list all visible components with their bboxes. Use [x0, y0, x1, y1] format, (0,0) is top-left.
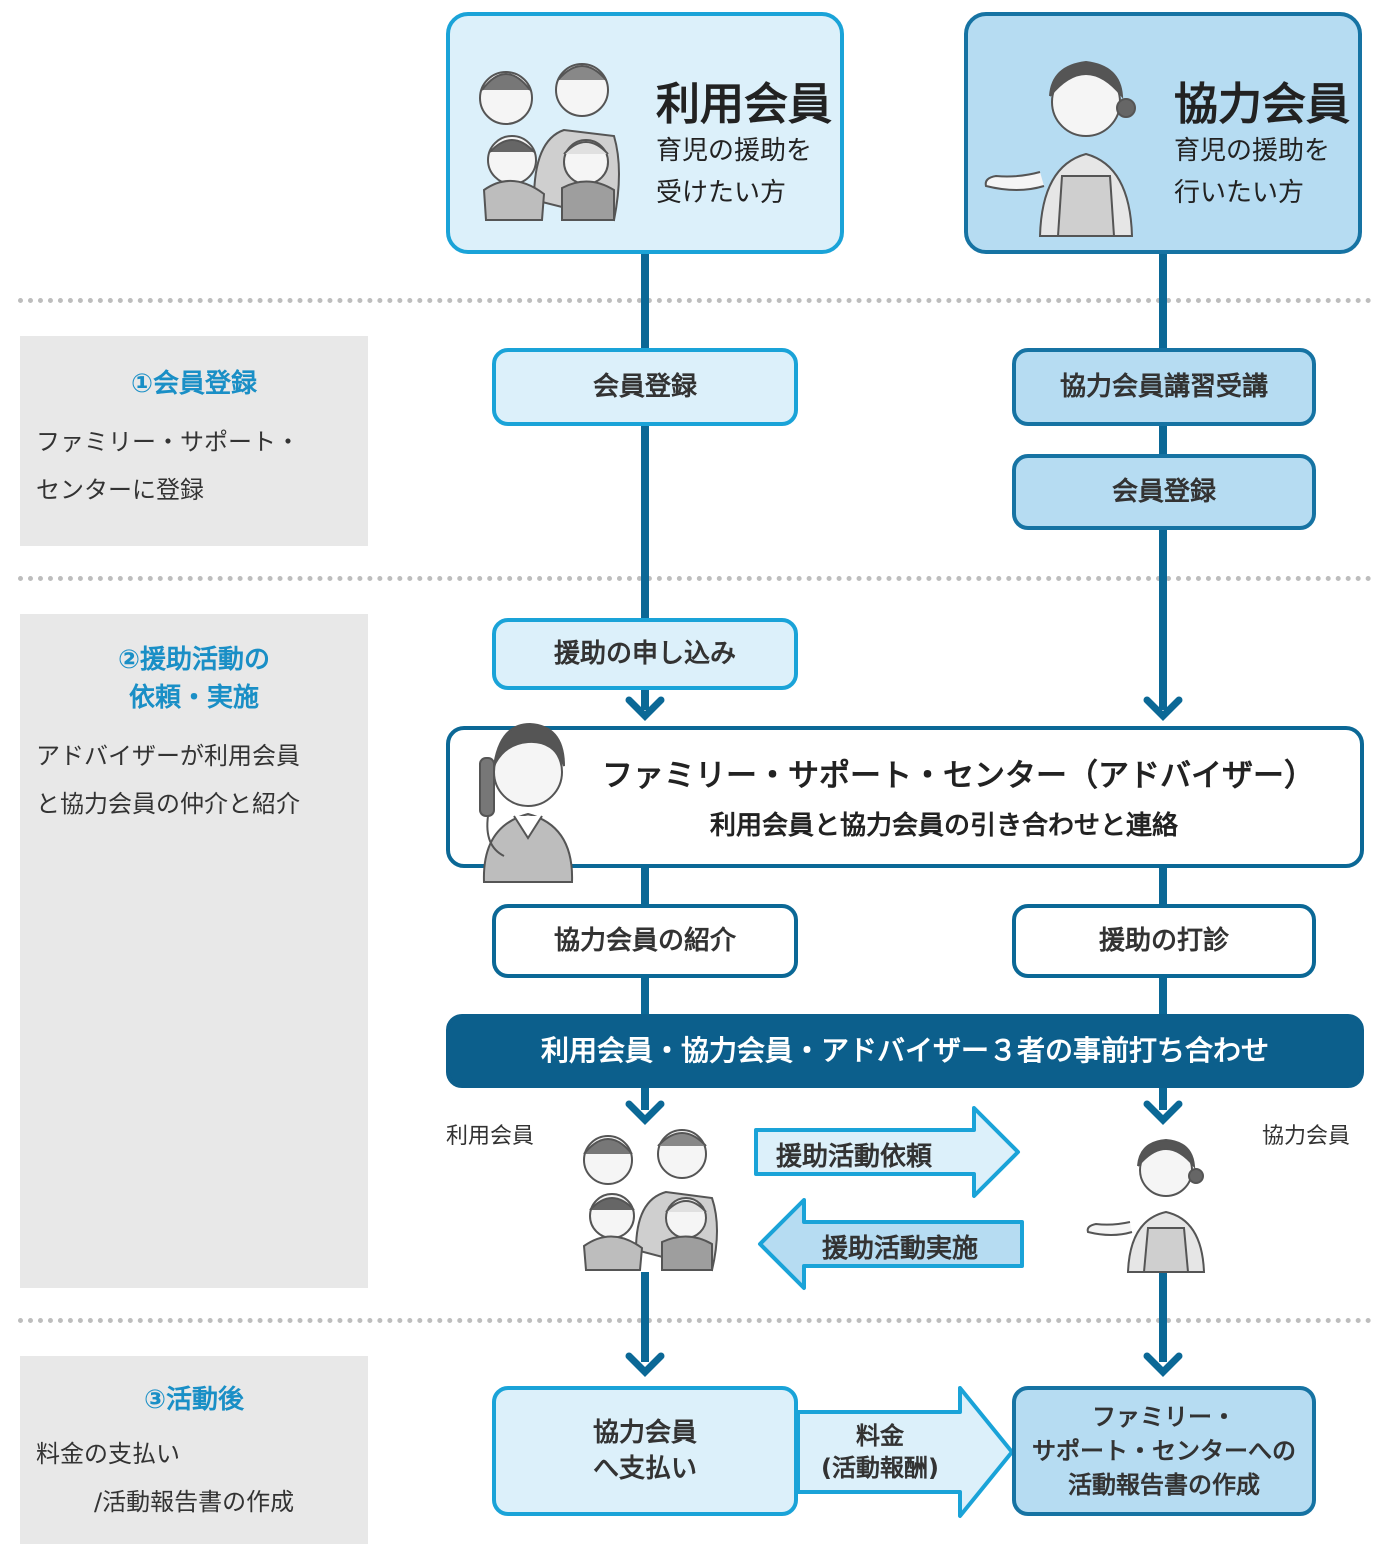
user-member-card: 利用会員 育児の援助を 受けたい方	[446, 12, 844, 254]
center-sub: 利用会員と協力会員の引き合わせと連絡	[710, 811, 1179, 841]
section-3-desc-line1: 料金の支払い	[36, 1440, 180, 1468]
coop-flow-line-4	[1159, 866, 1167, 906]
coop-flow-line-2	[1159, 424, 1167, 456]
section-1-panel: ①会員登録 ファミリー・サポート・ センターに登録	[20, 336, 368, 546]
user-member-sub-line2: 受けたい方	[656, 178, 787, 208]
coop-member-sub-line2: 行いたい方	[1174, 178, 1305, 208]
section-1-title: ①会員登録	[130, 369, 257, 399]
user-member-sub-line1: 育児の援助を	[656, 136, 813, 166]
perform-arrow-left-icon	[758, 1198, 1024, 1290]
user-flow-line-4	[641, 866, 649, 906]
helper-woman-illustration-icon	[984, 60, 1136, 237]
center-title: ファミリー・サポート・センター（アドバイザー）	[602, 758, 1315, 794]
coop-flow-line-5	[1159, 976, 1167, 1016]
coop-member-sub-line1: 育児の援助を	[1174, 136, 1331, 166]
coop-member-label: 協力会員	[1262, 1124, 1351, 1149]
user-register-box: 会員登録	[492, 348, 798, 426]
coop-flow-line-7	[1159, 1272, 1167, 1362]
divider-3	[18, 1318, 1372, 1323]
arrowhead-down-icon	[1143, 1100, 1183, 1125]
advisor-woman-phone-illustration-icon	[479, 722, 574, 883]
user-flow-line-1	[641, 250, 649, 350]
report-line2: サポート・センターへの	[1032, 1437, 1296, 1465]
section-1-desc-line2: センターに登録	[36, 476, 204, 504]
section-3-desc-line2: /活動報告書の作成	[94, 1488, 295, 1516]
user-member-title: 利用会員	[656, 79, 832, 130]
coop-flow-line-3	[1159, 528, 1167, 710]
sound-out-box: 援助の打診	[1012, 904, 1316, 978]
user-member-label: 利用会員	[446, 1124, 535, 1149]
perform-label: 援助活動実施	[822, 1234, 979, 1264]
pay-line1: 協力会員	[592, 1418, 697, 1448]
report-box: ファミリー・ サポート・センターへの 活動報告書の作成	[1012, 1386, 1316, 1516]
section-2-desc-line2: と協力会員の仲介と紹介	[36, 790, 300, 818]
arrowhead-down-icon	[625, 696, 665, 721]
section-3-panel: ③活動後 料金の支払い /活動報告書の作成	[20, 1356, 368, 1544]
coop-register-box: 会員登録	[1012, 454, 1316, 530]
coop-member-title: 協力会員	[1174, 79, 1350, 130]
meeting-bar: 利用会員・協力会員・アドバイザー３者の事前打ち合わせ	[446, 1014, 1364, 1088]
user-flow-line-2	[641, 424, 649, 620]
section-1-desc-line1: ファミリー・サポート・	[36, 428, 300, 456]
report-line3: 活動報告書の作成	[1068, 1471, 1260, 1499]
report-line1: ファミリー・	[1092, 1403, 1236, 1431]
user-flow-line-3	[641, 688, 649, 710]
apply-box: 援助の申し込み	[492, 618, 798, 690]
divider-2	[18, 576, 1372, 581]
arrowhead-down-icon	[625, 1352, 665, 1377]
coop-member-card: 協力会員 育児の援助を 行いたい方	[964, 12, 1362, 254]
intro-box: 協力会員の紹介	[492, 904, 798, 978]
family-small-illustration-icon	[582, 1129, 718, 1272]
pay-box: 協力会員 へ支払い	[492, 1386, 798, 1516]
fee-line1: 料金	[856, 1422, 904, 1450]
section-2-title-line1: ②援助活動の	[117, 645, 270, 675]
divider-1	[18, 298, 1372, 303]
pay-line2: へ支払い	[592, 1454, 697, 1484]
coop-flow-line-1	[1159, 250, 1167, 350]
fee-line2: (活動報酬)	[821, 1454, 939, 1482]
section-2-title-line2: 依頼・実施	[128, 683, 259, 713]
fee-arrow-right-icon	[796, 1386, 1014, 1518]
center-box: ファミリー・サポート・センター（アドバイザー） 利用会員と協力会員の引き合わせと…	[446, 726, 1364, 868]
family-illustration-icon	[479, 63, 620, 222]
section-2-panel: ②援助活動の 依頼・実施 アドバイザーが利用会員 と協力会員の仲介と紹介	[20, 614, 368, 1288]
section-2-desc-line1: アドバイザーが利用会員	[36, 742, 300, 770]
section-3-title: ③活動後	[143, 1385, 244, 1415]
fee-label: 料金 (活動報酬)	[800, 1420, 960, 1484]
coop-flow-line-6	[1159, 1086, 1167, 1110]
user-flow-line-5	[641, 976, 649, 1016]
helper-woman-small-illustration-icon	[1086, 1138, 1206, 1273]
arrowhead-down-icon	[625, 1100, 665, 1125]
user-flow-line-6	[641, 1086, 649, 1110]
coop-training-box: 協力会員講習受講	[1012, 348, 1316, 426]
request-label: 援助活動依頼	[776, 1142, 933, 1172]
request-arrow-right-icon	[754, 1106, 1020, 1198]
user-flow-line-7	[641, 1272, 649, 1362]
arrowhead-down-icon	[1143, 696, 1183, 721]
arrowhead-down-icon	[1143, 1352, 1183, 1377]
